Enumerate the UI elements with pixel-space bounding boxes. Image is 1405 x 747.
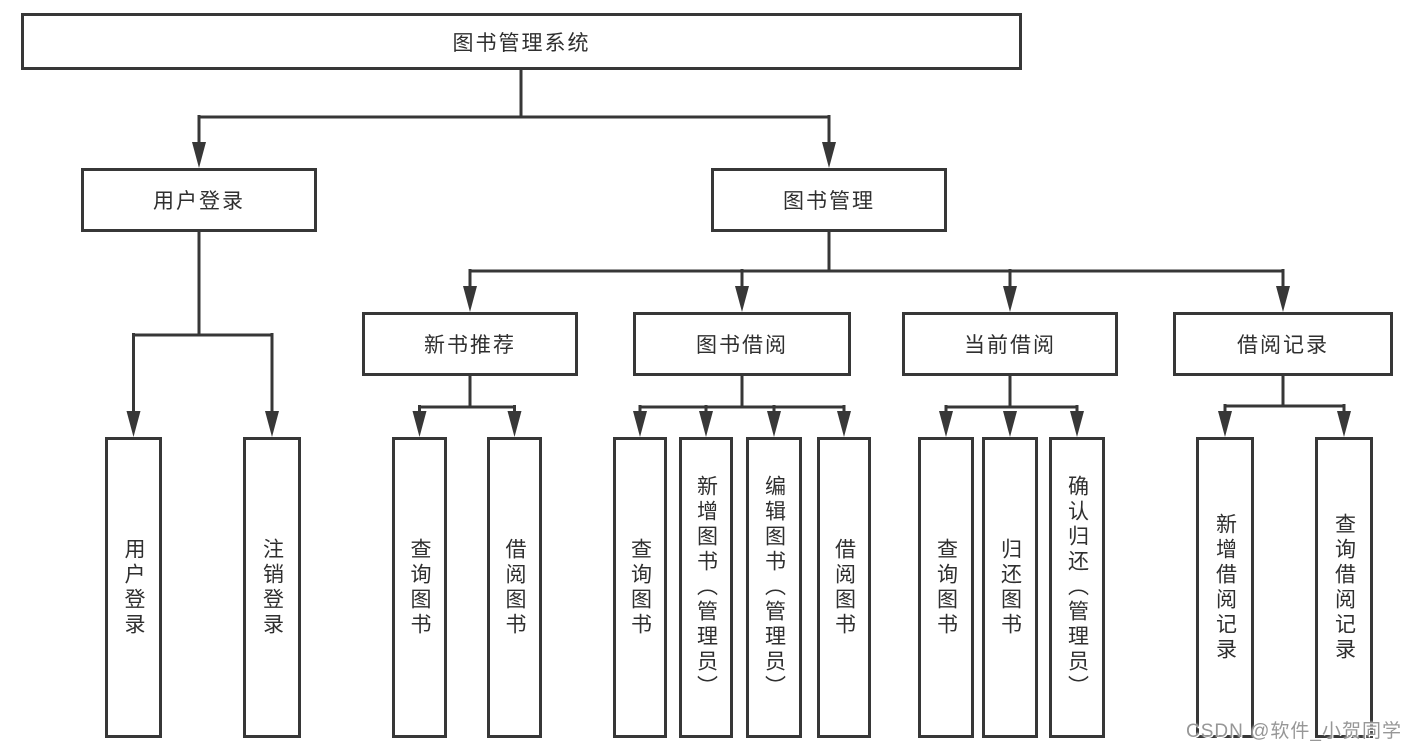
- leaf-add-books-admin: 新增图书（管理员）: [679, 437, 733, 738]
- leaf-confirm-return-admin: 确认归还（管理员）: [1049, 437, 1105, 738]
- node-user-login: 用户登录: [81, 168, 317, 232]
- leaf-query-books: 查询图书: [392, 437, 447, 738]
- leaf-borrow-books: 借阅图书: [817, 437, 871, 738]
- leaf-return-books: 归还图书: [982, 437, 1038, 738]
- leaf-user-login: 用户登录: [105, 437, 162, 738]
- leaf-query-books: 查询图书: [613, 437, 667, 738]
- node-library-management-system: 图书管理系统: [21, 13, 1022, 70]
- leaf-add-borrow-record: 新增借阅记录: [1196, 437, 1254, 738]
- csdn-watermark: CSDN @软件_小贺同学: [1186, 721, 1402, 742]
- leaf-edit-books-admin: 编辑图书（管理员）: [746, 437, 802, 738]
- node-book-management: 图书管理: [711, 168, 947, 232]
- leaf-logout: 注销登录: [243, 437, 301, 738]
- leaf-borrow-books: 借阅图书: [487, 437, 542, 738]
- node-current-borrowing: 当前借阅: [902, 312, 1118, 376]
- node-new-book-recommendation: 新书推荐: [362, 312, 578, 376]
- node-book-borrowing: 图书借阅: [633, 312, 851, 376]
- node-borrowing-records: 借阅记录: [1173, 312, 1393, 376]
- leaf-query-books: 查询图书: [918, 437, 974, 738]
- leaf-query-borrow-record: 查询借阅记录: [1315, 437, 1373, 738]
